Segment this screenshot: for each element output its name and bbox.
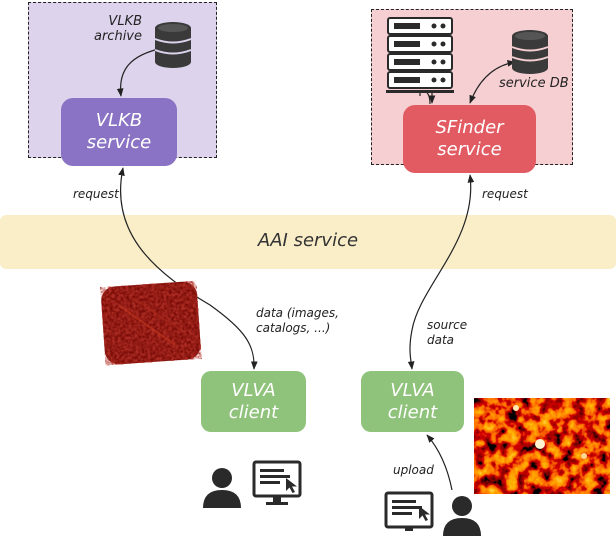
arrow-upload — [426, 434, 453, 491]
sfinder-service-node[interactable]: SFinder service — [403, 105, 536, 173]
cursor-icon — [286, 478, 297, 493]
vlkb-archive-label: VLKB archive — [94, 14, 143, 44]
server-rack-icon — [386, 17, 454, 93]
data-left-label: data (images, catalogs, ...) — [256, 306, 339, 335]
database-icon — [511, 30, 549, 74]
arrow-sfinder-vlva-right — [407, 174, 475, 370]
aai-service-band — [0, 215, 616, 269]
request-left-label: request — [73, 187, 119, 201]
sky-map-thumbnail-left — [101, 281, 201, 365]
vlkb-service-label-line1: VLKB — [95, 110, 143, 131]
upload-label: upload — [393, 463, 434, 477]
database-icon — [154, 22, 192, 68]
arrow-vlkb-archive-service — [116, 46, 164, 97]
sfinder-service-label-line2: service — [437, 139, 502, 160]
cursor-icon — [419, 506, 430, 521]
vlkb-service-label-line2: service — [86, 132, 152, 153]
monitor-icon — [384, 491, 434, 531]
user-icon — [443, 496, 481, 536]
user-icon — [203, 468, 241, 508]
arrow-sfinder-service-db — [469, 59, 516, 104]
sfinder-service-label-line1: SFinder — [435, 117, 504, 138]
service-db-label: service DB — [499, 76, 569, 91]
request-right-label: request — [482, 187, 528, 201]
aai-service-label: AAI service — [257, 230, 359, 251]
arrow-vlkb-vlva-left — [118, 167, 258, 370]
vlkb-service-node[interactable]: VLKB service — [61, 98, 177, 166]
sky-map-thumbnail-right — [474, 398, 610, 494]
vlva-client-left-node[interactable]: VLVA client — [201, 371, 306, 432]
vlva-client-right-node[interactable]: VLVA client — [361, 371, 464, 432]
